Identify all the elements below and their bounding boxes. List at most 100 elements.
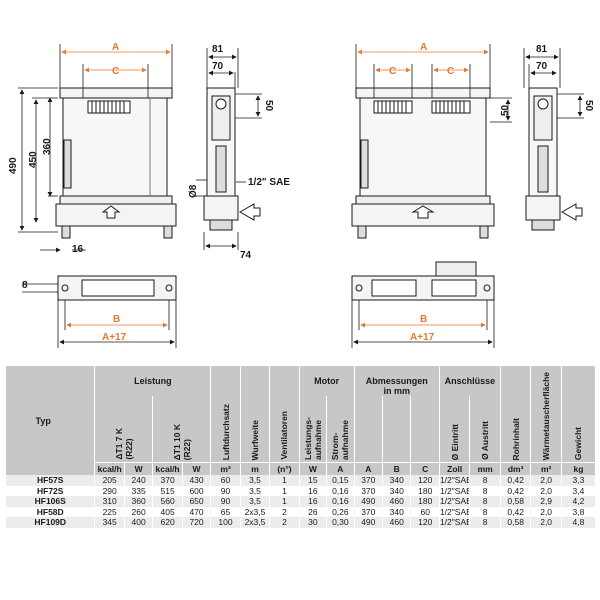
front-view-single-dimensions — [18, 44, 173, 253]
side-view-single-dimensions — [196, 48, 262, 250]
header-dt10: ΔT1 10 K(R22) — [172, 424, 192, 460]
table-cell: 2 — [269, 506, 300, 518]
table-cell: 620 — [152, 517, 183, 528]
row-type-cell: HF106S — [4, 496, 95, 507]
dim-right-A17: A+17 — [410, 332, 435, 343]
table-cell: 360 — [123, 496, 153, 507]
table-cell: 0,58 — [499, 496, 531, 507]
table-cell: 90 — [210, 485, 241, 497]
header-waermetauscherflaeche: Wärmetauscherfläche — [541, 371, 552, 460]
table-cell: 0,15 — [326, 475, 355, 486]
table-cell: 225 — [94, 506, 125, 518]
table-cell: 2,0 — [530, 475, 562, 486]
table-cell: 2,9 — [530, 496, 562, 507]
header-rohrinhalt: Rohrinhalt — [510, 417, 521, 461]
table-cell: 2 — [269, 517, 300, 528]
header-motor: Motor — [298, 366, 355, 396]
unit-4: m³ — [210, 462, 241, 475]
unit-8: A — [326, 462, 355, 475]
dim-right-C2: C — [447, 66, 454, 77]
bottom-view-single-dimensions — [22, 283, 177, 348]
header-wurfweite-cell: Wurfweite — [239, 366, 270, 463]
table-cell: 0,42 — [499, 506, 531, 518]
dim-right-C1: C — [389, 66, 396, 77]
header-eintritt: Ø Eintritt — [449, 423, 460, 460]
table-cell: 8 — [469, 506, 501, 518]
header-dt10-cell: ΔT1 10 K(R22) — [152, 396, 211, 463]
table-cell: 100 — [210, 517, 241, 528]
header-stromaufnahme-2: aufnahme — [340, 419, 351, 460]
table-cell: 0,16 — [326, 496, 355, 507]
table-cell: 8 — [469, 475, 501, 486]
dim-left-A: A — [112, 42, 119, 53]
row-type-cell: HF109D — [4, 517, 95, 528]
table-cell: 490 — [353, 517, 383, 528]
table-cell: 340 — [382, 475, 411, 486]
table-cell: 3,5 — [239, 475, 270, 486]
front-view-single — [55, 87, 177, 239]
dim-bottom-B: B — [113, 314, 120, 325]
header-ventilatoren: Ventilatoren — [279, 411, 290, 460]
dim-right-50b: 50 — [583, 100, 594, 112]
table-cell: 290 — [94, 485, 125, 497]
table-cell: 370 — [353, 506, 383, 518]
dim-side-81: 81 — [212, 44, 224, 55]
table-cell: 370 — [353, 485, 383, 497]
table-cell: 1/2"SAE — [438, 517, 470, 528]
header-austritt-cell: Ø Austritt — [469, 396, 501, 463]
table-cell: 3,4 — [560, 485, 595, 497]
table-cell: 1/2"SAE — [438, 475, 470, 486]
table-cell: 90 — [210, 496, 241, 507]
header-dt7-sub: (R22) — [123, 438, 134, 460]
table-cell: 600 — [181, 485, 211, 497]
table-cell: 180 — [410, 485, 440, 497]
table-cell: 1/2"SAE — [438, 506, 470, 518]
header-ventilatoren-cell: Ventilatoren — [269, 366, 300, 463]
table-cell: 205 — [94, 475, 125, 486]
table-cell: 3,3 — [560, 475, 595, 486]
dim-side-phi8: Ø8 — [188, 184, 199, 198]
header-stromaufnahme: Strom-aufnahme — [330, 420, 350, 460]
table-cell: 15 — [298, 475, 327, 486]
table-cell: 515 — [152, 485, 183, 497]
table-cell: 2x3,5 — [239, 506, 270, 518]
table-cell: 460 — [382, 517, 411, 528]
dim-right-50a: 50 — [500, 104, 511, 116]
header-abm-c-blank — [410, 396, 440, 463]
table-cell: 560 — [152, 496, 183, 507]
unit-11: C — [410, 462, 440, 475]
header-stromaufnahme-cell: Strom-aufnahme — [326, 396, 355, 463]
header-abmessungen-line2: in mm — [383, 386, 410, 396]
unit-1: W — [123, 462, 153, 475]
unit-5: m — [239, 462, 270, 475]
header-stromaufnahme-1: Strom- — [330, 432, 341, 460]
side-view-double — [525, 87, 583, 231]
dim-right-81: 81 — [536, 44, 548, 55]
unit-12: Zoll — [438, 462, 470, 475]
dim-side-50: 50 — [263, 100, 274, 112]
dim-right-B: B — [420, 314, 427, 325]
dim-side-sae: 1/2" SAE — [248, 177, 290, 188]
table-cell: 1 — [269, 485, 300, 497]
table-cell: 0,16 — [326, 485, 355, 497]
dim-right-70: 70 — [536, 61, 548, 72]
dim-490: 490 — [8, 157, 19, 174]
table-cell: 2x3,5 — [239, 517, 270, 528]
table-cell: 405 — [152, 506, 183, 518]
bottom-view-double — [351, 261, 495, 301]
dim-side-70: 70 — [212, 61, 224, 72]
table-cell: 2,0 — [530, 506, 562, 518]
header-leistungsaufnahme: Leistungs-aufnahme — [303, 417, 323, 460]
header-rohrinhalt-cell: Rohrinhalt — [499, 366, 531, 463]
dim-360: 360 — [42, 138, 53, 155]
table-cell: 0,30 — [326, 517, 355, 528]
unit-9: A — [353, 462, 383, 475]
header-leistungsaufnahme-cell: Leistungs-aufnahme — [298, 396, 327, 463]
table-cell: 340 — [382, 506, 411, 518]
side-view-single — [203, 87, 261, 231]
table-cell: 60 — [410, 506, 440, 518]
